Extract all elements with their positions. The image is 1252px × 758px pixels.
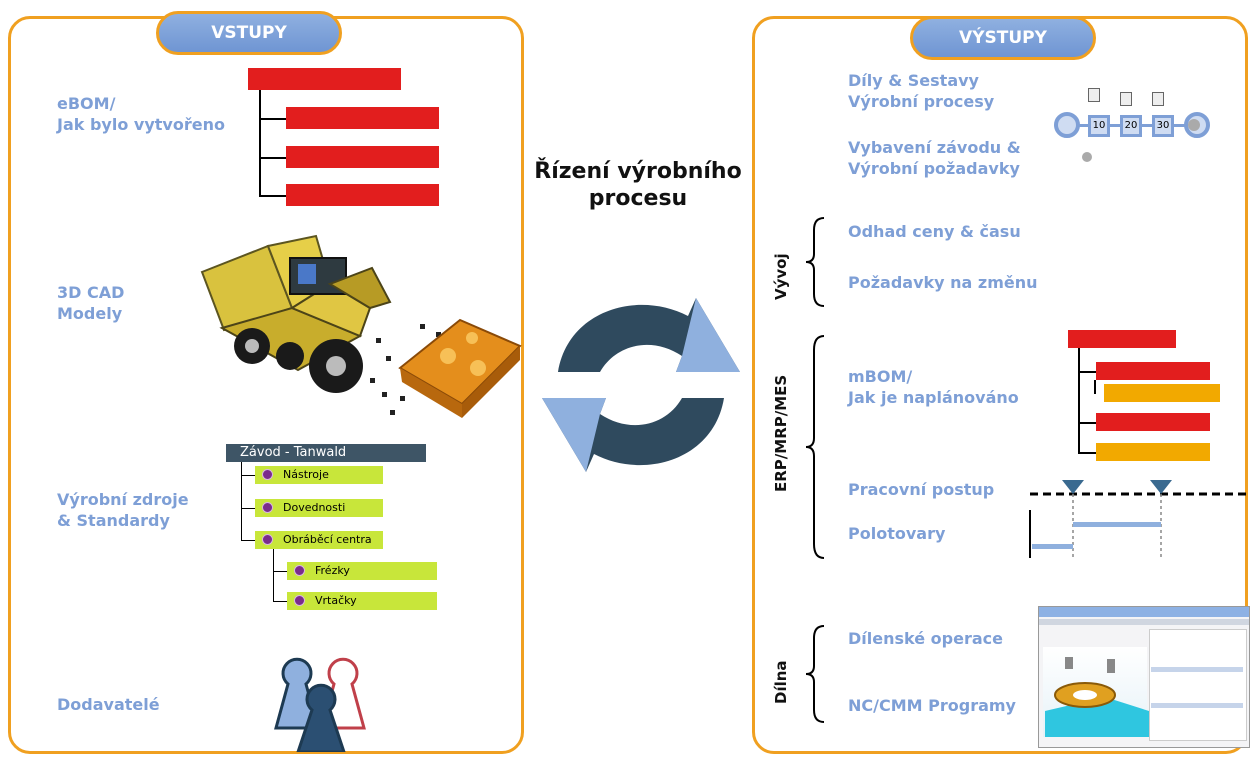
screenshot-panel [1149,629,1247,741]
resource-subitem: Frézky [287,562,437,580]
mbom-child-bar [1096,443,1210,461]
resources-branch [273,571,287,572]
cad-label: 3D CAD Modely [57,283,125,323]
mbom-child-bar [1096,362,1210,380]
plant-label: Vybavení závodu & Výrobní požadavky [848,138,1021,178]
resource-subitem: Vrtačky [287,592,437,610]
process-step: 20 [1120,115,1142,137]
resource-bullet-icon [262,469,273,480]
screenshot-panel-header [1151,667,1243,672]
resource-item-label: Dovednosti [283,501,346,514]
center-title: Řízení výrobního procesu [534,159,742,211]
erp-brace [805,335,825,559]
resource-bullet-icon [294,595,305,606]
ebom-branch [259,195,286,197]
ebom-root-bar [248,68,401,90]
erp-group-label: ERP/MRP/MES [772,374,790,492]
mbom-branch [1078,371,1096,373]
shop-group-label: Dílna [772,660,790,704]
resource-item-label: Obráběcí centra [283,533,372,546]
ebom-child-bar [286,184,439,206]
inputs-header: VSTUPY [156,11,342,55]
resources-branch [273,601,287,602]
process-start-node [1054,112,1080,138]
resources-root: Závod - Tanwald [226,444,426,462]
people-icon [274,657,366,752]
dev-group-label: Vývoj [772,253,790,300]
mbom-subtrunk [1094,380,1096,394]
doc-icon [1152,92,1164,106]
ebom-label: eBOM/ Jak bylo vytvořeno [57,94,225,134]
screenshot-panel-header [1151,703,1243,708]
doc-icon [1120,92,1132,106]
process-step: 30 [1152,115,1174,137]
resource-bullet-icon [294,565,305,576]
tool-icon [1188,119,1200,131]
mbom-root-bar [1068,330,1176,348]
screenshot-toolbar [1039,619,1249,625]
software-screenshot [1038,606,1250,748]
mbom-child-bar [1096,413,1210,431]
workflow-label: Pracovní postup [848,480,995,499]
resource-bullet-icon [262,534,273,545]
blanks-label: Polotovary [848,524,946,543]
resources-trunk [241,462,242,540]
resource-subitem-label: Vrtačky [315,594,357,607]
resource-item: Obráběcí centra [255,531,383,549]
resources-branch [241,475,255,476]
ebom-branch [259,118,286,120]
mbom-label: mBOM/ Jak je naplánováno [848,367,1019,407]
change-label: Požadavky na změnu [848,273,1038,292]
resources-label: Výrobní zdroje & Standardy [57,490,189,530]
harvester-illustration [200,234,522,418]
mbom-child-bar [1104,384,1220,402]
tool-icon [1082,152,1092,162]
doc-icon [1088,88,1100,102]
resource-subitem-label: Frézky [315,564,350,577]
parts-label: Díly & Sestavy Výrobní procesy [848,71,995,111]
resource-item: Nástroje [255,466,383,484]
ebom-branch [259,157,286,159]
mbom-branch [1078,422,1096,424]
shop-brace [805,625,825,723]
cost-label: Odhad ceny & času [848,222,1021,241]
ebom-child-bar [286,146,439,168]
ebom-child-bar [286,107,439,129]
dev-brace [805,217,825,307]
cycle-arrows-icon [542,298,740,472]
process-flow: 10 20 30 [1052,86,1212,170]
resources-branch [241,508,255,509]
schedule-graphic [1029,480,1250,558]
mbom-branch [1078,452,1096,454]
ebom-trunk [259,90,261,197]
nc-label: NC/CMM Programy [848,696,1016,715]
resources-branch [241,540,255,541]
shop-ops-label: Dílenské operace [848,629,1003,648]
resources-subtrunk [273,549,274,602]
resource-item: Dovednosti [255,499,383,517]
resource-item-label: Nástroje [283,468,329,481]
machining-3d-icon [1045,657,1149,737]
mbom-trunk [1078,348,1080,454]
outputs-header: VÝSTUPY [910,16,1096,60]
process-step: 10 [1088,115,1110,137]
suppliers-label: Dodavatelé [57,695,160,714]
screenshot-titlebar [1039,607,1249,617]
resource-bullet-icon [262,502,273,513]
